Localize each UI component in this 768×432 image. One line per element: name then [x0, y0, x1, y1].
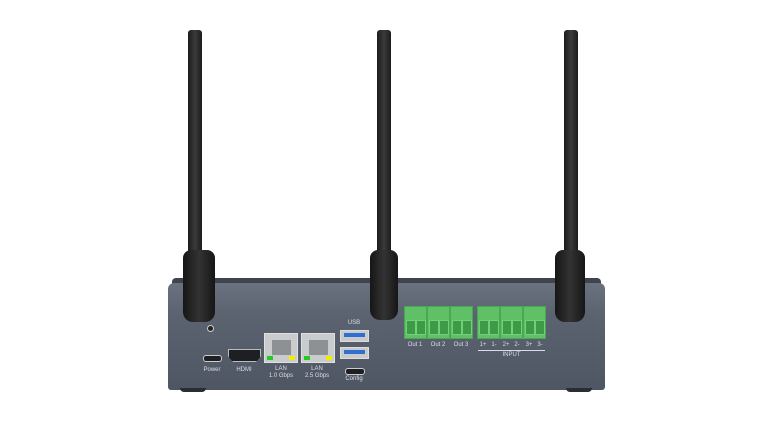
out1-label: Out 1 [407, 342, 423, 348]
in3-minus-label: 3- [537, 342, 543, 348]
in1-minus-label: 1- [491, 342, 497, 348]
terminal-in2 [500, 306, 523, 339]
in2-minus-label: 2- [514, 342, 520, 348]
usb-port-2 [340, 347, 369, 359]
input-label: INPUT [502, 352, 521, 358]
terminal-in3 [523, 306, 546, 339]
antenna-left-base [183, 250, 215, 322]
terminal-out3 [450, 306, 473, 339]
hdmi-label: HDMI [236, 367, 252, 373]
reset-pinhole[interactable] [207, 325, 214, 332]
hdmi-port [228, 349, 261, 362]
antenna-right-base [555, 250, 585, 322]
foot [180, 388, 206, 392]
power-port [203, 355, 222, 362]
terminal-in1 [477, 306, 500, 339]
activity-led [326, 356, 332, 360]
in3-plus-label: 3+ [525, 342, 533, 348]
foot [566, 388, 592, 392]
input-divider [478, 350, 545, 351]
terminal-out2 [427, 306, 450, 339]
lan-1g-label: LAN [275, 366, 287, 372]
antenna-center-base [370, 250, 398, 320]
antenna-center [377, 30, 391, 255]
lan-2g5-label: LAN [311, 366, 323, 372]
config-usb-c-port [345, 368, 365, 375]
lan-1g-port [264, 333, 298, 363]
link-led [304, 356, 310, 360]
lan-2g5-speed: 2.5 Gbps [304, 373, 330, 379]
usb-label: USB [347, 320, 361, 326]
antenna-right [564, 30, 578, 255]
usb-port-1 [340, 330, 369, 342]
out2-label: Out 2 [430, 342, 446, 348]
lan-1g-speed: 1.0 Gbps [268, 373, 294, 379]
link-led [267, 356, 273, 360]
antenna-left [188, 30, 202, 255]
out3-label: Out 3 [453, 342, 469, 348]
terminal-out1 [404, 306, 427, 339]
power-label: Power [203, 367, 221, 373]
in1-plus-label: 1+ [479, 342, 487, 348]
in2-plus-label: 2+ [502, 342, 510, 348]
activity-led [289, 356, 295, 360]
lan-2g5-port [301, 333, 335, 363]
config-label: Config [345, 376, 363, 382]
